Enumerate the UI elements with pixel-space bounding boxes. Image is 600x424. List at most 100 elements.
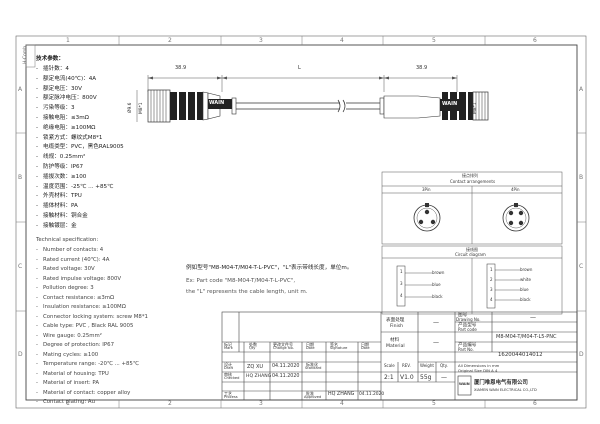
spec-text: 插体材料：PA — [43, 203, 78, 210]
col-label-bottom-2: 2 — [168, 400, 172, 407]
spec-line: -温度范围：-25℃ ... +85℃ — [36, 184, 113, 195]
spec-text: 插拔次数：≥100 — [43, 173, 87, 180]
company-cn: 厦门唯恩电气有限公司 — [474, 380, 528, 386]
size-note-1: All Dimensions in mm — [458, 363, 500, 368]
spec-line: -Mating cycles: ≥100 — [36, 352, 98, 363]
spec-line: -锁紧方式：螺纹式M8*1 — [36, 134, 103, 146]
bullet-dash: - — [36, 275, 38, 282]
rev-label: REV. — [402, 363, 411, 368]
spec-line: -插体材料：PA — [36, 204, 78, 214]
bullet-dash: - — [36, 85, 39, 92]
bullet-dash: - — [36, 380, 38, 386]
col-label-top-4: 4 — [340, 37, 344, 44]
contact-4pin: 4Pin — [511, 187, 520, 192]
dim-right: 38.9 — [416, 65, 428, 71]
row-label-right-d: D — [579, 351, 584, 358]
spec-text: 外壳材料：TPU — [43, 193, 82, 200]
date-label-2-en: Date — [361, 346, 370, 350]
spec-text: Degree of protection: IP67 — [43, 342, 115, 348]
part-no-label-en: Part No. — [458, 347, 474, 352]
col-label-bottom-4: 4 — [340, 400, 344, 407]
spec-line: -电缆类型：PVC，黑色RAL9005 — [36, 145, 124, 155]
circuit-right-num-3: 3 — [490, 287, 493, 292]
spec-line: -Temperature range: -20℃ ... +85℃ — [36, 361, 139, 372]
spec-text: Temperature range: -20℃ ... +85℃ — [43, 361, 139, 367]
drawing-no-label-en: Drawing No. — [456, 317, 481, 322]
bullet-dash: - — [36, 304, 38, 310]
circuit-right-wire-brown: brown — [520, 267, 533, 272]
drafter: ZQ XU — [247, 364, 264, 370]
brand-right: WAIN — [442, 101, 458, 107]
spec-line: -外壳材料：TPU — [36, 194, 82, 204]
part-code-value: M8-M04-T/M04-T-L5-PNC — [496, 334, 557, 340]
specs-cn-list: -插针数：4-额定电流(40℃)：4A-额定电压：30V-额定脉冲电压：800V… — [36, 66, 124, 234]
spec-text: 锁紧方式：螺纹式M8*1 — [43, 134, 103, 141]
date-label: 日期 — [306, 342, 314, 347]
approver: HQ ZHANG — [328, 392, 355, 397]
bullet-dash: - — [36, 134, 39, 141]
spec-text: 插针数：4 — [43, 66, 69, 72]
spec-line: -接触材料：铜合金 — [36, 212, 88, 224]
draft-date: 04.11.2020 — [272, 364, 300, 369]
circuit-right-wire-white: white — [520, 277, 531, 282]
example-en-1: Ex: Part code "M8-M04-T/M04-T-L-PVC", — [186, 278, 296, 284]
checked-label-en: Checked — [224, 376, 240, 380]
row-label-right-a: A — [579, 86, 584, 93]
drawing-no-value: — — [530, 314, 536, 321]
spec-line: -Contact plating: Au — [36, 399, 98, 410]
bullet-dash: - — [36, 313, 38, 320]
spec-text: 线规：0.25mm² — [43, 154, 86, 161]
spec-line: -额定脉冲电压：800V — [36, 96, 97, 106]
spec-text: Cable type: PVC , Black RAL 9005 — [43, 323, 134, 329]
spec-line: -线规：0.25mm² — [36, 155, 85, 165]
material-label-cn: 材料 — [390, 338, 400, 343]
weight-value: 55g — [420, 374, 432, 381]
col-label-top-6: 6 — [533, 37, 537, 44]
approved-label-en: Approved — [304, 395, 322, 399]
spec-text: Insulation resistance: ≥100MΩ — [43, 304, 126, 310]
col-label-top-3: 3 — [259, 37, 263, 44]
spec-text: Material of insert: PA — [43, 380, 100, 386]
rev-value: V1.0 — [400, 374, 414, 381]
specs-cn: 技术参数： -插针数：4-额定电流(40℃)：4A-额定电压：30V-额定脉冲电… — [36, 56, 124, 234]
circuit-title-en: Circuit diagram — [455, 252, 486, 257]
spec-line: -Material of insert: PA — [36, 380, 100, 391]
bullet-dash: - — [36, 285, 38, 291]
spec-line: -Wire gauge: 0.25mm² — [36, 333, 102, 344]
spec-text: 污染等级：3 — [43, 105, 75, 112]
spec-line: -接触镀层：金 — [36, 223, 77, 234]
part-code-label-cn: 产品型号 — [458, 323, 477, 328]
bullet-dash: - — [36, 105, 39, 112]
circuit-right-num-1: 1 — [490, 267, 493, 272]
spec-text: 电缆类型：PVC，黑色RAL9005 — [43, 144, 124, 151]
qty2-value: — — [441, 374, 447, 381]
spec-text: Rated voltage: 30V — [43, 266, 95, 272]
sign-label-en: Signature — [330, 346, 348, 350]
spec-line: -Connector locking system: screw M8*1 — [36, 313, 148, 325]
col-label-bottom-6: 6 — [533, 400, 537, 407]
part-code-label-en: Part code — [458, 327, 477, 332]
bullet-dash: - — [36, 342, 38, 348]
specs-en-title: Technical specification: — [36, 237, 99, 243]
spec-text: 绝缘电阻：≥100MΩ — [43, 124, 96, 131]
drawing-no-label-cn: 图号 — [458, 313, 468, 318]
spec-line: -Material of housing: TPU — [36, 371, 109, 382]
spec-line: -防护等级：IP67 — [36, 164, 83, 175]
bullet-dash: - — [36, 212, 39, 219]
weight-label: Weight — [420, 363, 434, 368]
col-label-top-2: 2 — [168, 37, 172, 44]
change-label: 更改文件号 — [273, 342, 293, 347]
material-value: — — [433, 339, 439, 346]
bullet-dash: - — [36, 173, 39, 180]
spec-line: -插针数：4 — [36, 66, 69, 77]
bullet-dash: - — [36, 399, 38, 405]
bullet-dash: - — [36, 361, 38, 367]
bullet-dash: - — [36, 114, 39, 121]
spec-line: -绝缘电阻：≥100MΩ — [36, 125, 95, 136]
right-nut — [472, 91, 489, 121]
spec-text: Connector locking system: screw M8*1 — [43, 313, 148, 320]
scale-value: 2:1 — [384, 374, 394, 381]
spec-text: 温度范围：-25℃ ... +85℃ — [43, 183, 114, 190]
